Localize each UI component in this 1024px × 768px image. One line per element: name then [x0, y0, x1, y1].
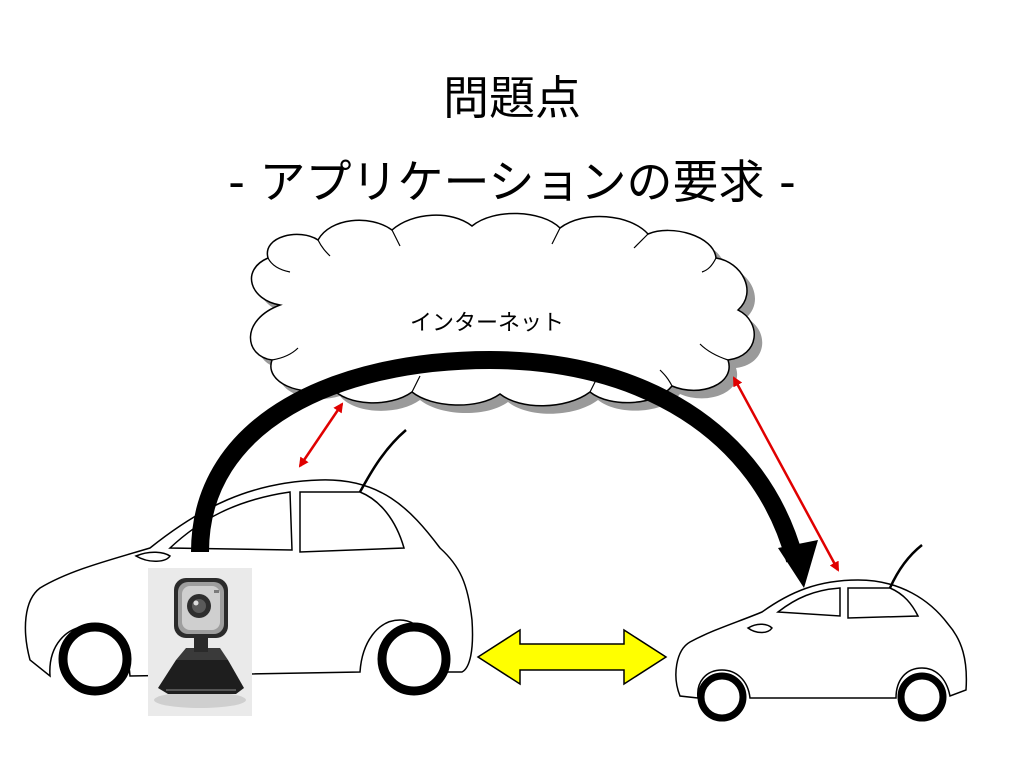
webcam-icon — [148, 568, 252, 716]
v2v-arrow — [476, 628, 668, 686]
slide-subtitle: - アプリケーションの要求 - — [228, 155, 796, 209]
latency-arrow-left — [298, 402, 344, 468]
car-right — [675, 544, 968, 722]
latency-arrow-right — [732, 376, 840, 572]
slide-title: 問題点 — [443, 71, 581, 125]
car-left — [24, 429, 474, 696]
cloud-label: インターネット — [410, 311, 564, 336]
